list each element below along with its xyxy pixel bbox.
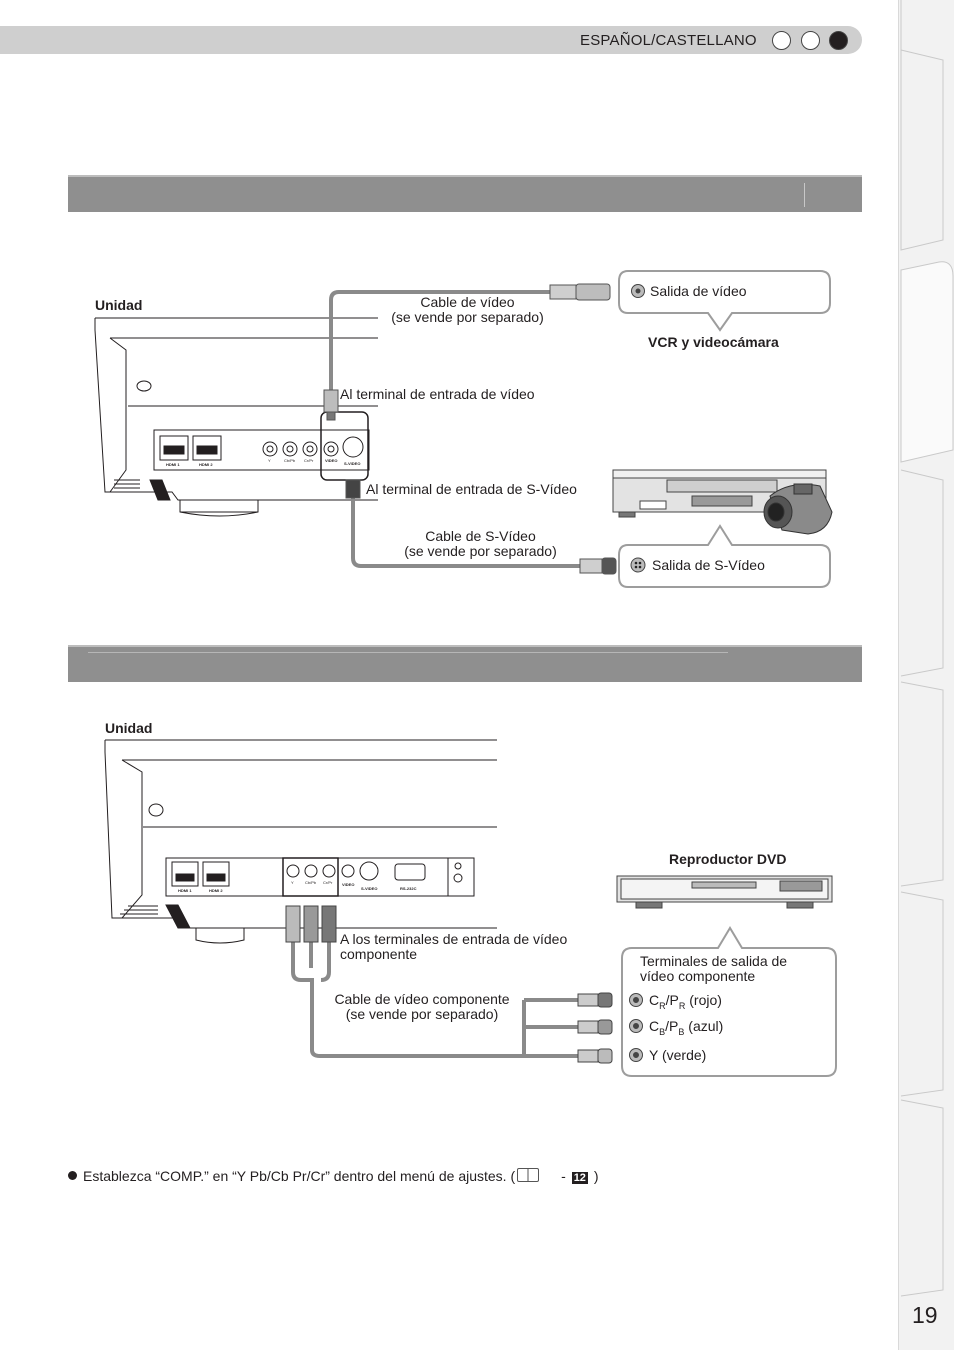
output-cb-pb-label: CB/PB (azul) [649,1018,724,1037]
projector-unit-1 [94,317,378,517]
vcr-camcorder-label: VCR y videocámara [648,334,779,350]
page-number: 19 [912,1302,938,1328]
language-indicator-3-active [829,31,848,50]
component-plugs-right [577,992,613,1064]
component-cable-label: Cable de vídeo componente(se vende por s… [334,991,510,1022]
output-y-label: Y (verde) [649,1047,707,1063]
video-output-label: Salida de vídeo [650,283,747,299]
video-input-terminal-label: Al terminal de entrada de vídeo [340,386,535,402]
panel1-y: Y [268,458,271,463]
video-cable-label: Cable de vídeo(se vende por separado) [391,294,544,325]
language-bar [0,26,862,54]
component-output-jack-icons [629,993,643,1062]
panel2-cbpb: Cb/Pb [305,880,317,885]
unit-label-1: Unidad [95,297,143,313]
svideo-output-callout-shape [618,524,831,588]
svideo-cable-plugs [345,479,617,575]
svideo-cable-label: Cable de S-Vídeo(se vende por separado) [404,528,557,559]
video-cable-plug-top [323,283,611,421]
output-cr-pr-label: CR/PR (rojo) [649,992,722,1011]
panel1-cbpb: Cb/Pb [284,458,296,463]
language-indicator-2 [801,31,820,50]
video-cable [329,290,550,412]
panel1-crpr: Cr/Pr [304,458,314,463]
section-bar-video [68,175,862,212]
section-bar-component [68,645,862,682]
side-tabs-graphic [900,0,954,1297]
bullet-icon [68,1171,77,1180]
component-cable [291,940,578,1058]
dvd-player-label: Reproductor DVD [669,851,787,867]
camcorder-device [763,483,833,535]
dvd-player-device [616,875,833,909]
projector-unit-2 [104,739,497,944]
panel1-hdmi1: HDMI 1 [166,462,180,467]
note-text: Establezca “COMP.” en “Y Pb/Cb Pr/Cr” de… [83,1168,516,1184]
panel1-svideo: S-VIDEO [344,461,361,466]
panel2-rs232c: RS-232C [400,886,417,891]
settings-note: Establezca “COMP.” en “Y Pb/Cb Pr/Cr” de… [68,1168,599,1184]
component-output-callout-shape [621,926,837,1077]
panel2-hdmi2: HDMI 2 [209,888,223,893]
svideo-output-label: Salida de S-Vídeo [652,557,765,573]
side-tab-strip [898,0,954,1350]
panel1-hdmi2: HDMI 2 [199,462,213,467]
video-output-callout-shape [618,270,831,332]
language-indicator-1 [772,31,791,50]
page-ref-badge[interactable]: 12 [571,1172,588,1184]
component-plugs-top [285,905,337,943]
svideo-output-jack-icon [630,557,646,573]
panel2-video: VIDEO [342,882,355,887]
panel2-hdmi1: HDMI 1 [178,888,192,893]
panel2-crpr: Cr/Pr [323,880,333,885]
svideo-cable [351,498,580,568]
panel2-y: Y [291,880,294,885]
language-label: ESPAÑOL/CASTELLANO [580,32,757,49]
panel2-svideo: S-VIDEO [361,886,378,891]
book-icon [517,1168,540,1182]
unit-label-2: Unidad [105,720,153,736]
panel1-video: VIDEO [325,458,338,463]
svideo-input-terminal-label: Al terminal de entrada de S-Vídeo [366,481,577,497]
